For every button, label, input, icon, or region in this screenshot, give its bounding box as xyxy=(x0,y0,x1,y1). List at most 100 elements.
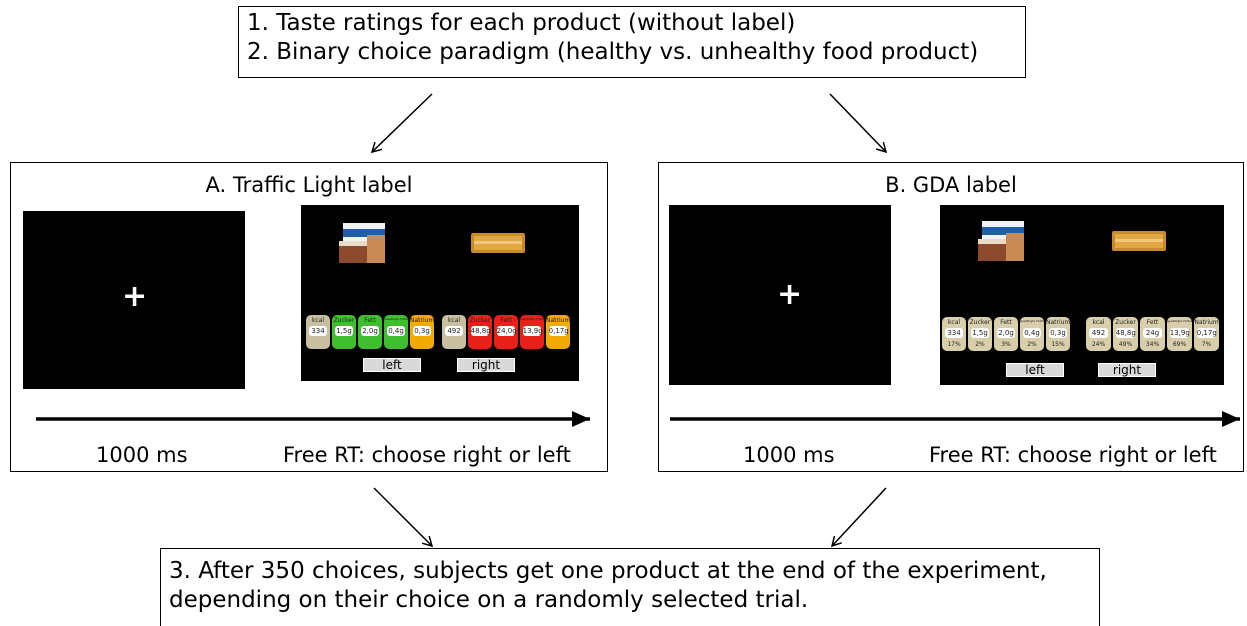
nutrient-percent: 2% xyxy=(975,341,985,348)
nutrient-value: 2,0g xyxy=(360,326,380,336)
choice-screen-b: kcal 334 17% Zucker 1,5g 2% Fett 2,0g 3% gesättig… xyxy=(940,205,1224,385)
left-response-button-b[interactable]: left xyxy=(1006,363,1064,377)
nutrient-cell: Zucker 48,8g 49% xyxy=(1113,317,1138,351)
nutrient-cell: Zucker 1,5g xyxy=(332,315,356,349)
arrow-a-to-bottom xyxy=(373,487,434,548)
nutrient-name: Fett xyxy=(1146,319,1159,326)
nutrient-name: Natrium xyxy=(1046,319,1070,326)
nutrient-cell: Fett 24g 34% xyxy=(1140,317,1165,351)
time-label-fixation-a: 1000 ms xyxy=(96,443,188,467)
fixation-screen-b: + xyxy=(669,205,891,385)
nutrient-name: Zucker xyxy=(469,317,491,324)
nutrient-name: kcal xyxy=(1092,319,1105,326)
nutrient-value: 13,9g xyxy=(522,326,543,336)
nutrient-value: 2,0g xyxy=(996,328,1016,338)
left-response-button-a[interactable]: left xyxy=(363,358,421,372)
nutrient-cell: gesättigte Fettsäuren 13,9g 69% xyxy=(1167,317,1192,351)
step-1-text: 1. Taste ratings for each product (witho… xyxy=(247,10,796,36)
nutrient-percent: 3% xyxy=(1001,341,1011,348)
nutrient-name: Zucker xyxy=(333,317,355,324)
nutrient-percent: 69% xyxy=(1172,341,1187,348)
nutrient-name: gesättigte Fettsäuren xyxy=(520,317,544,321)
nutrient-cell: Natrium 0,17g xyxy=(546,315,570,349)
chocolate-bar-image-b xyxy=(1112,231,1166,251)
nutrient-name: gesättigte Fettsäuren xyxy=(1020,319,1044,323)
nutrient-name: kcal xyxy=(947,319,961,326)
nutrient-cell: Fett 2,0g xyxy=(358,315,382,349)
nutrient-name: Fett xyxy=(364,317,376,324)
panel-b-title: B. GDA label xyxy=(885,173,1017,197)
nutrient-value: 48,8g xyxy=(470,326,491,336)
fixation-screen-a: + xyxy=(23,211,245,389)
nutrient-name: Natrium xyxy=(410,317,434,324)
nutrient-cell: kcal 334 17% xyxy=(942,317,966,351)
nutrient-percent: 15% xyxy=(1051,341,1065,348)
nutrient-cell: gesättigte Fettsäuren 0,4g xyxy=(384,315,408,349)
time-label-choice-a: Free RT: choose right or left xyxy=(283,443,571,467)
steps-box-bottom: 3. After 350 choices, subjects get one p… xyxy=(160,548,1100,626)
panel-a-title: A. Traffic Light label xyxy=(205,173,413,197)
fixation-cross-b: + xyxy=(777,277,803,312)
nutrient-name: Zucker xyxy=(969,319,991,326)
nutrient-value: 0,4g xyxy=(1022,328,1042,338)
nutrient-value: 492 xyxy=(444,326,464,336)
nutrient-cell: Zucker 1,5g 2% xyxy=(968,317,992,351)
step-3-text-line2: depending on their choice on a randomly … xyxy=(169,587,809,613)
step-3-text-line1: 3. After 350 choices, subjects get one p… xyxy=(169,558,1047,584)
fixation-cross-a: + xyxy=(122,279,148,314)
nutrient-value: 334 xyxy=(944,328,964,338)
arrow-b-to-bottom xyxy=(830,487,887,548)
nutrient-value: 24g xyxy=(1142,328,1163,338)
nutrient-name: Natrium xyxy=(1194,319,1219,326)
steps-box-top: 1. Taste ratings for each product (witho… xyxy=(238,6,1026,78)
nutrient-value: 1,5g xyxy=(970,328,990,338)
cake-product-image-a xyxy=(339,223,385,263)
nutrient-value: 0,3g xyxy=(1048,328,1068,338)
nutrient-value: 48,8g xyxy=(1115,328,1136,338)
nutrient-percent: 2% xyxy=(1027,341,1037,348)
nutrient-value: 1,5g xyxy=(334,326,354,336)
time-label-fixation-b: 1000 ms xyxy=(743,443,835,467)
nutrient-percent: 34% xyxy=(1145,341,1160,348)
nutrient-value: 334 xyxy=(308,326,328,336)
nutrient-value: 0,17g xyxy=(1196,328,1217,338)
arrow-top-to-b xyxy=(829,93,888,154)
nutrient-cell: gesättigte Fettsäuren 0,4g 2% xyxy=(1020,317,1044,351)
nutrient-name: Natrium xyxy=(546,317,570,324)
right-response-button-b[interactable]: right xyxy=(1098,363,1156,377)
chocolate-bar-image-a xyxy=(471,233,525,253)
nutrient-percent: 17% xyxy=(947,341,961,348)
gda-label-left: kcal 334 17% Zucker 1,5g 2% Fett 2,0g 3% gesättig… xyxy=(942,317,1076,351)
nutrient-cell: Natrium 0,17g 7% xyxy=(1194,317,1219,351)
nutrient-name: gesättigte Fettsäuren xyxy=(1167,319,1192,323)
nutrient-percent: 7% xyxy=(1201,341,1212,348)
nutrient-value: 0,17g xyxy=(548,326,569,336)
nutrient-value: 492 xyxy=(1088,328,1109,338)
nutrient-name: kcal xyxy=(447,317,461,324)
nutrient-cell: Natrium 0,3g 15% xyxy=(1046,317,1070,351)
nutrient-cell: Zucker 48,8g xyxy=(468,315,492,349)
nutrient-name: Fett xyxy=(500,317,512,324)
nutrient-name: Zucker xyxy=(1115,319,1136,326)
arrow-top-to-a xyxy=(370,93,433,154)
time-label-choice-b: Free RT: choose right or left xyxy=(929,443,1217,467)
nutrient-value: 13,9g xyxy=(1169,328,1190,338)
step-2-text: 2. Binary choice paradigm (healthy vs. u… xyxy=(247,39,979,65)
nutrient-percent: 49% xyxy=(1118,341,1133,348)
nutrient-cell: kcal 492 xyxy=(442,315,466,349)
nutrient-value: 0,4g xyxy=(386,326,406,336)
nutrient-name: Fett xyxy=(1000,319,1012,326)
cake-product-image-b xyxy=(978,221,1024,261)
nutrient-name: gesättigte Fettsäuren xyxy=(384,317,408,321)
right-response-button-a[interactable]: right xyxy=(457,358,515,372)
nutrient-cell: Fett 2,0g 3% xyxy=(994,317,1018,351)
